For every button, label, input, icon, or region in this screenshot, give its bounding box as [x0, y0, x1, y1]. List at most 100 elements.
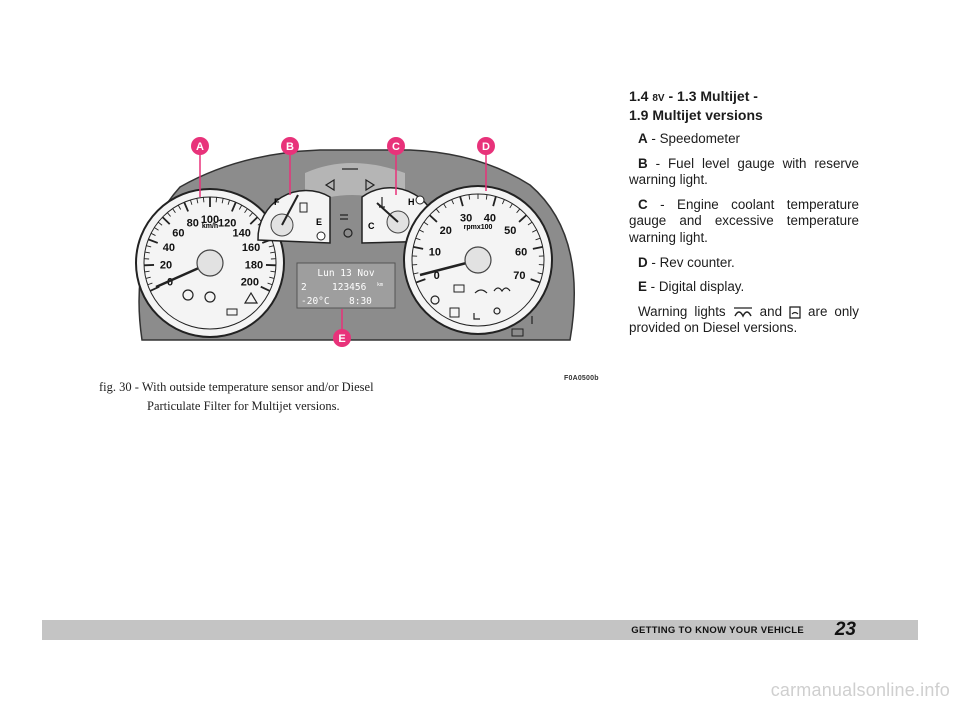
dpf-icon: [449, 307, 460, 318]
item-d-text: - Rev counter.: [651, 254, 735, 270]
fuel-pump-icon: [299, 202, 308, 213]
speedometer-tick: [167, 212, 171, 217]
item-b: B - Fuel level gauge with reserve warnin…: [629, 156, 859, 189]
title-line-2: 1.9 Multijet versions: [629, 107, 763, 123]
rev-counter-label: 50: [504, 225, 516, 237]
rev-counter-tick: [501, 199, 505, 205]
rev-counter-tick: [527, 221, 533, 226]
caption-line-2: Particulate Filter for Multijet versions…: [147, 399, 340, 413]
speedometer-tick: [144, 270, 150, 273]
speedometer-label: 120: [218, 217, 236, 229]
rev-counter-unit: rpmx100: [464, 224, 493, 231]
item-e-key: E: [638, 279, 647, 295]
title-part-a: 1.4: [629, 88, 649, 104]
rev-counter-tick: [415, 278, 426, 284]
rev-counter-ticks: [412, 194, 544, 284]
item-b-text: - Fuel level gauge with reserve warning …: [629, 155, 859, 188]
callout-B-label: B: [286, 141, 294, 153]
speedometer-label: 0: [167, 277, 173, 289]
temp-cold-label: C: [368, 221, 375, 231]
text-column: 1.4 8V - 1.3 Multijet - 1.9 Multijet ver…: [629, 88, 859, 345]
speedometer-tick: [270, 270, 276, 273]
speedometer-tick: [269, 276, 275, 279]
rev-hub: [464, 246, 492, 274]
speedometer-tick: [227, 199, 231, 205]
speedometer-label: 60: [172, 227, 184, 239]
fuel-reserve-light: [316, 231, 326, 241]
speedometer-tick: [150, 232, 156, 236]
rev-counter-label: 30: [460, 213, 472, 225]
section-title: 1.4 8V - 1.3 Multijet - 1.9 Multijet ver…: [629, 88, 859, 124]
rev-counter-tick: [518, 214, 527, 223]
rev-counter-tick: [468, 194, 471, 200]
rev-counter-tick: [492, 196, 497, 207]
oil-icon: [474, 289, 488, 294]
title-part-b: - 1.3 Multijet -: [668, 88, 758, 104]
speedometer-tick: [189, 199, 193, 205]
rev-counter-tick: [532, 229, 537, 233]
fuel-full-label: F: [274, 197, 280, 207]
callout-C-label: C: [392, 141, 400, 153]
warning-text-after: are only provided on Diesel versions.: [629, 303, 859, 336]
abs-icon: [182, 289, 194, 301]
speedometer-tick: [215, 197, 218, 203]
speedometer-tick: [221, 198, 224, 204]
display-temperature: -20°C: [301, 296, 330, 307]
rev-counter-tick: [516, 208, 521, 214]
turn-right-icon: [365, 178, 376, 192]
water-in-fuel-icon: [789, 306, 801, 319]
speedometer-tick: [148, 238, 159, 244]
speedometer-label: 140: [232, 227, 250, 239]
rev-counter-tick: [415, 237, 421, 241]
speedometer-label: 200: [241, 277, 259, 289]
speedometer-tick: [154, 227, 159, 231]
item-e-text: - Digital display.: [650, 279, 745, 295]
speedometer-unit: km/h: [202, 223, 218, 230]
speedometer-tick: [161, 216, 171, 225]
item-a-text: - Speedometer: [651, 131, 740, 146]
rev-counter-tick: [435, 208, 440, 214]
rev-counter-label: 70: [513, 270, 525, 282]
speedometer-tick: [270, 251, 276, 254]
speedometer-tick: [202, 197, 205, 203]
item-a: A - Speedometer: [629, 131, 859, 148]
airbag-icon: [493, 307, 501, 315]
rev-counter-label: 60: [515, 246, 527, 258]
fuel-needle: [281, 194, 299, 226]
speedometer-tick: [177, 204, 182, 210]
warning-text-and: and: [759, 303, 783, 319]
item-c-text: - Engine coolant temperature gauge and e…: [629, 196, 859, 245]
figure-caption: fig. 30 - With outside temperature senso…: [99, 378, 459, 416]
speedometer-tick: [157, 221, 163, 226]
item-c-key: C: [638, 196, 648, 212]
rev-counter-tick: [537, 272, 543, 275]
temp-warning-light: [415, 195, 425, 205]
speedometer-tick: [238, 204, 243, 210]
speedometer-tick: [244, 208, 248, 213]
rev-counter-label: 20: [440, 225, 452, 237]
speedometer-tick: [267, 282, 273, 286]
fuel-empty-label: E: [316, 217, 322, 227]
footer-section-label: GETTING TO KNOW YOUR VEHICLE: [631, 625, 804, 636]
rev-counter-tick: [419, 229, 424, 233]
watermark: carmanualsonline.info: [770, 680, 950, 700]
temp-hot-label: H: [408, 197, 415, 207]
speedometer-tick: [249, 212, 253, 217]
rev-counter-tick: [509, 203, 513, 209]
temp-needle: [376, 202, 399, 223]
display-odometer: 123456: [332, 282, 367, 293]
door-icon: [226, 308, 238, 316]
speedometer-tick: [231, 201, 237, 212]
rev-counter-label: 40: [484, 213, 496, 225]
light-icon: [343, 228, 353, 238]
callout-C: C: [387, 137, 405, 195]
display-date: Lun 13 Nov: [317, 268, 374, 279]
speedometer-label: 80: [187, 217, 199, 229]
speedometer-label: 100: [201, 214, 219, 226]
